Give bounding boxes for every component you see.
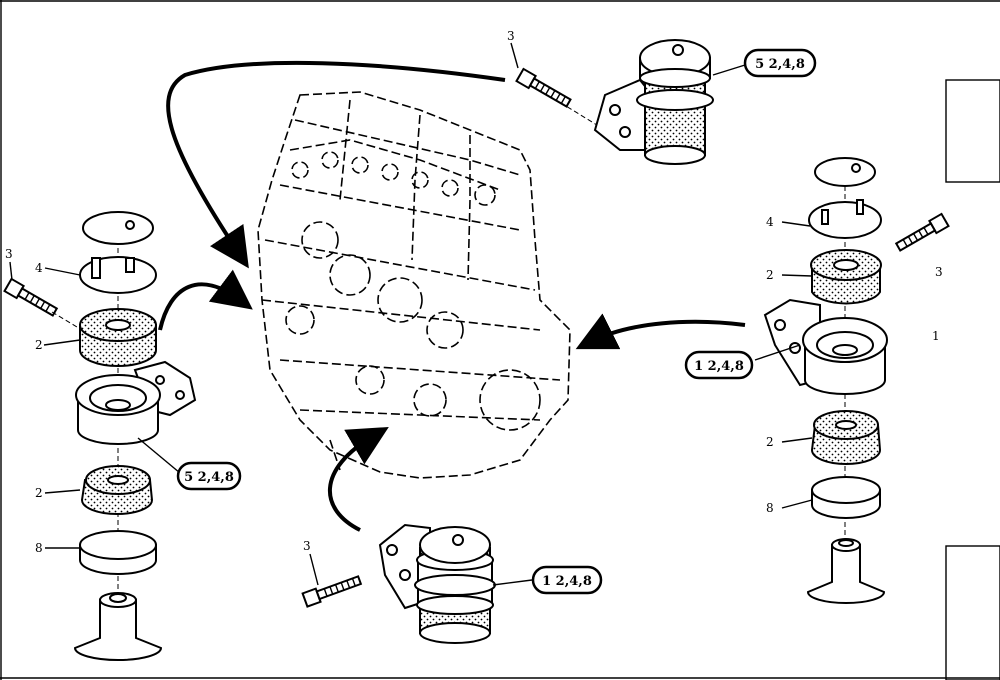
callout-top-text: 5 2,4,8 xyxy=(755,57,805,72)
top-mount-assembly xyxy=(515,39,746,165)
left-mount-assembly xyxy=(3,211,197,661)
label-bottom-3: 3 xyxy=(303,539,311,553)
label-right-1: 1 xyxy=(932,329,940,343)
callout-left-text: 5 2,4,8 xyxy=(184,470,234,485)
callout-left: 5 2,4,8 xyxy=(176,461,242,491)
callout-right-text: 1 2,4,8 xyxy=(694,359,744,374)
label-left-3: 3 xyxy=(5,247,13,261)
label-right-8: 8 xyxy=(766,501,774,515)
bottom-mount-assembly xyxy=(301,523,533,644)
label-right-2b: 2 xyxy=(766,435,774,449)
label-left-4: 4 xyxy=(35,261,43,275)
engine-block xyxy=(257,91,571,479)
label-left-2a: 2 xyxy=(35,338,43,352)
assembly-arrows xyxy=(158,60,746,532)
right-mount-assembly xyxy=(754,157,950,604)
item-labels: 3 3 4 2 2 8 4 2 3 1 2 8 3 xyxy=(5,29,943,586)
callout-top: 5 2,4,8 xyxy=(743,48,817,78)
callout-right: 1 2,4,8 xyxy=(684,350,754,380)
label-left-8: 8 xyxy=(35,541,43,555)
label-top-bolt-3: 3 xyxy=(507,29,515,43)
label-right-4: 4 xyxy=(766,215,774,229)
label-left-2b: 2 xyxy=(35,486,43,500)
label-right-2a: 2 xyxy=(766,268,774,282)
label-right-3: 3 xyxy=(935,265,943,279)
top-bolt xyxy=(515,67,572,108)
callout-bottom: 1 2,4,8 xyxy=(531,565,603,595)
callout-bottom-text: 1 2,4,8 xyxy=(542,574,592,589)
